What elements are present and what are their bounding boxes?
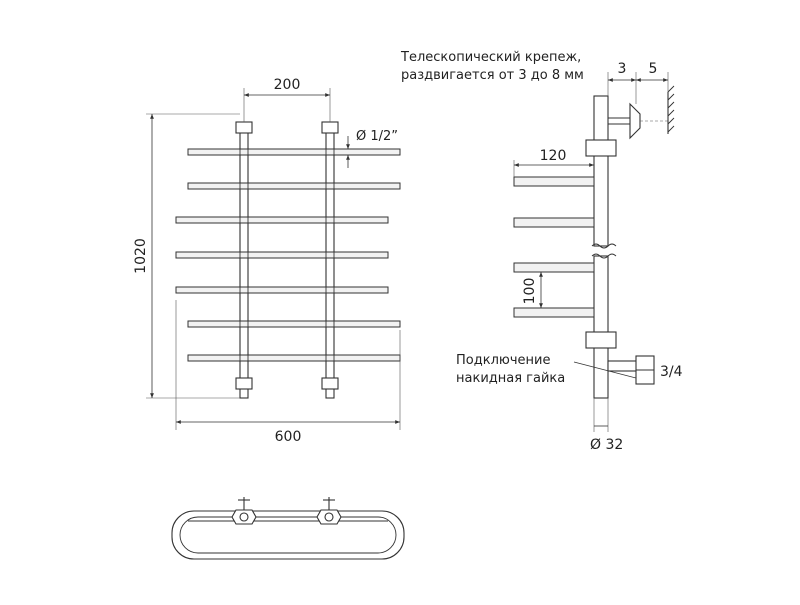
bar-4 [175, 251, 389, 259]
front-view: 200 1020 600 Ø 1/2” [133, 77, 401, 445]
connection-thread-label: 3/4 [660, 364, 683, 380]
connection-label-line1: Подключение [456, 353, 550, 368]
dim-3-label: 3 [618, 61, 627, 77]
right-bottom-fitting [321, 377, 339, 390]
dim-600-label: 600 [275, 429, 302, 445]
dim-120-label: 120 [540, 148, 567, 164]
mount-flange [629, 102, 641, 140]
side-riser-upper [593, 95, 609, 247]
dim-5-label: 5 [649, 61, 658, 77]
mount-note-line1: Телескопический крепеж, [400, 50, 581, 65]
side-bar-3 [513, 262, 595, 273]
bar-1 [187, 148, 401, 156]
top-view-outer [171, 510, 405, 560]
connection-leader [573, 361, 637, 379]
bottom-mount-block [585, 331, 617, 349]
thread-label: Ø 1/2” [356, 129, 398, 144]
left-valve-bore [239, 512, 249, 522]
side-bar-2 [513, 217, 595, 228]
bar-2 [187, 182, 401, 190]
dim-100-label: 100 [522, 278, 538, 305]
side-bar-1 [513, 176, 595, 187]
side-bar-4 [513, 307, 595, 318]
bar-3 [175, 216, 389, 224]
dim-200-label: 200 [274, 77, 301, 93]
break-mark-lower [591, 253, 617, 259]
left-top-fitting [235, 121, 253, 134]
bar-5 [175, 286, 389, 294]
bar-6 [187, 320, 401, 328]
top-view [171, 497, 405, 560]
wall-hatch [667, 85, 675, 133]
bar-7 [187, 354, 401, 362]
side-view: Телескопический крепеж, раздвигается от … [400, 50, 683, 453]
dim-1020-label: 1020 [133, 238, 149, 274]
top-mount-block [585, 139, 617, 157]
connection-pipe [607, 360, 639, 372]
connection-label-line2: накидная гайка [456, 371, 565, 386]
horizontal-bars [175, 148, 401, 362]
left-bottom-fitting [235, 377, 253, 390]
mount-note-line2: раздвигается от 3 до 8 мм [401, 68, 584, 83]
break-mark-upper [591, 243, 617, 249]
dim-32-label: Ø 32 [590, 437, 623, 453]
top-view-inner [179, 516, 397, 554]
right-top-fitting [321, 121, 339, 134]
right-valve-bore [324, 512, 334, 522]
side-riser-lower [593, 255, 609, 399]
